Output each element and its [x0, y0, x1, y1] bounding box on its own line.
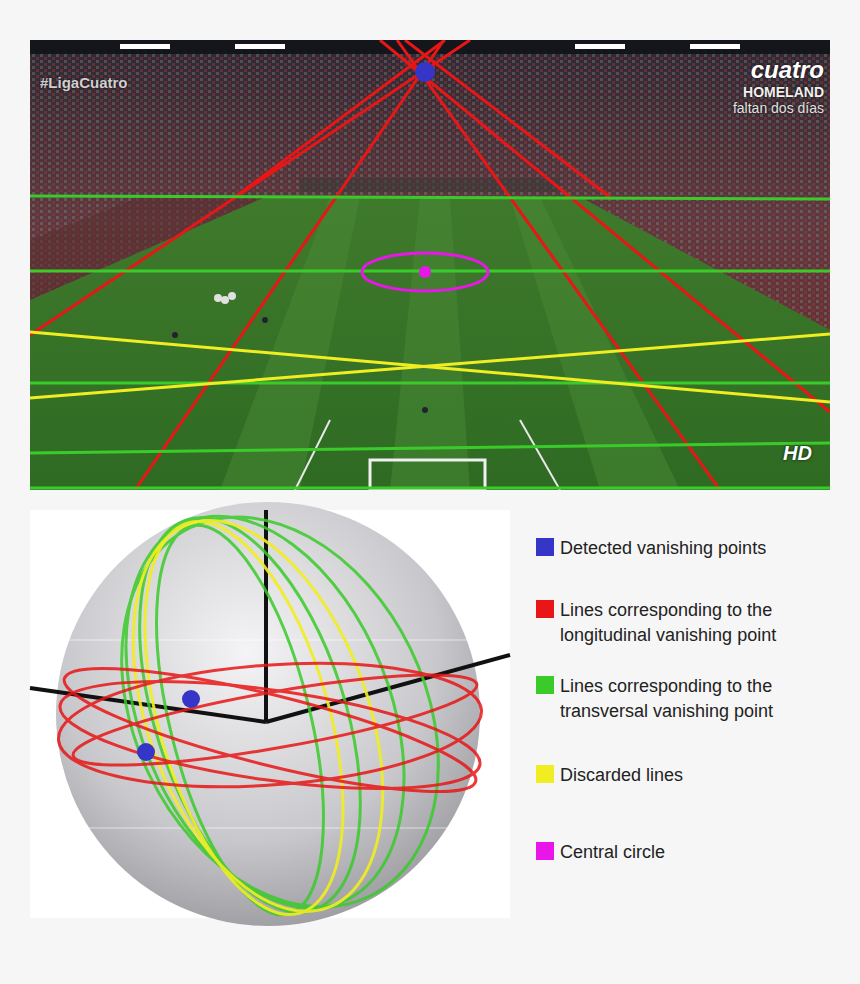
legend-swatch: [536, 842, 554, 860]
promo-text: faltan dos días: [733, 100, 824, 116]
legend-swatch: [536, 765, 554, 783]
legend-text: Lines corresponding to the longitudinal …: [560, 598, 850, 648]
legend-row: Detected vanishing points: [536, 536, 850, 561]
hd-mark: HD: [783, 442, 812, 465]
legend-swatch: [536, 600, 554, 618]
legend-swatch: [536, 676, 554, 694]
legend-row: Discarded lines: [536, 763, 850, 788]
legend-text: Detected vanishing points: [560, 536, 850, 561]
legend-text: Lines corresponding to the transversal v…: [560, 674, 850, 724]
legend-row: Central circle: [536, 840, 850, 865]
legend-text: Central circle: [560, 840, 850, 865]
channel-logo: cuatro: [751, 56, 824, 84]
legend-text: Discarded lines: [560, 763, 850, 788]
legend-row: Lines corresponding to the longitudinal …: [536, 598, 850, 648]
legend-swatch: [536, 538, 554, 556]
legend-row: Lines corresponding to the transversal v…: [536, 674, 850, 724]
promo-text: HOMELAND: [743, 84, 824, 100]
watermark: #LigaCuatro: [40, 74, 128, 91]
